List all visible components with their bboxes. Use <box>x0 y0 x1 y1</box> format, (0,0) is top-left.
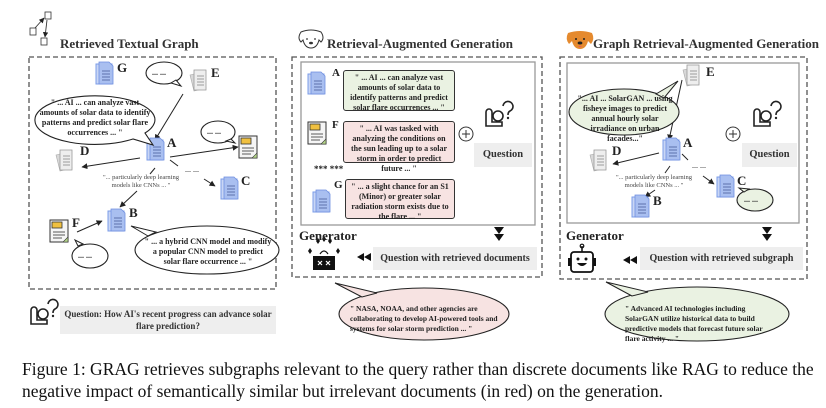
graph-panel-title: Retrieved Textual Graph <box>60 36 199 51</box>
edge-a-text <box>149 167 156 175</box>
grag-question-label: Question <box>742 143 797 167</box>
node-g-label: G <box>117 60 128 75</box>
grag-ellipsis: ... ... <box>692 161 706 170</box>
rag-generator-label: Generator <box>299 228 357 243</box>
rag-panel-title: Retrieval-Augmented Generation <box>327 36 513 51</box>
bubble-ff-text: ... ... <box>207 127 221 136</box>
rag-down-arrow-icon <box>494 227 504 241</box>
rag-doc-a-text: " ... AI ... can analyze vast amounts of… <box>343 70 455 112</box>
node-b-label: B <box>129 205 138 220</box>
rag-doc-g-text: " ... a slight chance for an S1 (Minor) … <box>345 179 455 221</box>
grag-node-e-label: E <box>706 64 715 79</box>
edge-a-dots <box>169 159 179 167</box>
edge-text-b <box>119 190 138 208</box>
rag-doc-f-icon <box>307 121 327 145</box>
node-f-label: F <box>72 215 80 230</box>
rag-doc-f-text: " ... AI was tasked with analyzing the c… <box>343 121 455 173</box>
rag-left-arrow-icon <box>357 253 371 261</box>
grag-bubble-e-shape <box>568 88 680 136</box>
bubble-f-text: ... ... <box>78 251 92 260</box>
grag-output-text: " Advanced AI technologies including Sol… <box>625 304 763 343</box>
grag-output-bubble-shape <box>604 286 790 342</box>
question-person-icon <box>30 298 59 325</box>
bubble-e-text: ... ... <box>152 68 166 77</box>
grag-down-arrow-icon <box>762 227 772 241</box>
node-a-label: A <box>167 135 177 150</box>
edge-dots-c <box>203 178 216 187</box>
rag-output-text: " NASA, NOAA, and other agencies are col… <box>350 304 498 333</box>
grag-node-c-icon <box>716 174 735 198</box>
rag-doc-g-icon <box>312 189 331 213</box>
grag-bubble-c-shape <box>736 188 774 212</box>
dog-color-icon <box>566 31 594 49</box>
grag-panel-title: Graph Retrieval-Augmented Generation <box>593 36 820 51</box>
question-box: Question: How AI's recent progress can a… <box>60 306 276 334</box>
rag-combined-box: Question with retrieved documents <box>373 247 537 270</box>
graph-panel-border <box>28 56 277 290</box>
graph-icon <box>29 11 52 46</box>
node-e-doc-icon <box>189 69 207 92</box>
bubble-e-shape <box>145 61 183 85</box>
grag-combined-box: Question with retrieved subgraph <box>640 247 803 270</box>
dog-outline-icon <box>298 29 324 49</box>
grag-panel-border <box>559 56 808 280</box>
node-d-label: D <box>80 143 90 158</box>
figure-caption: Figure 1: GRAG retrieves subgraphs relev… <box>22 359 814 401</box>
grag-left-arrow-icon <box>623 256 637 264</box>
edge-a-ff <box>169 144 239 158</box>
rag-output-bubble-shape <box>338 287 510 341</box>
rag-doc-f-label: F <box>332 119 339 131</box>
bubble-a-shape <box>34 95 156 146</box>
bubble-ff-shape <box>200 120 236 144</box>
grag-node-b-icon <box>631 194 650 218</box>
grag-node-a-label: A <box>683 135 693 150</box>
bubble-a-text: " ... AI ... can analyze vast amounts of… <box>39 98 151 137</box>
rag-sad-generator-icon <box>308 236 340 270</box>
bubble-b-shape <box>134 225 280 275</box>
node-e-label: E <box>211 65 220 80</box>
graph-ellipsis: ... ... <box>185 165 199 174</box>
grag-bubble-e-text: "... AI ... SolarGAN ... using fisheye i… <box>577 94 673 143</box>
grag-happy-robot-icon <box>568 243 596 273</box>
rag-panel-border <box>291 56 543 278</box>
grag-bubble-c-text: ... ... <box>744 195 758 204</box>
edge-a-d <box>81 157 141 170</box>
edge-e-a <box>154 93 184 141</box>
rag-dots: *** *** <box>314 164 344 174</box>
bubble-b-text: " ... a hybrid CNN model and modify a po… <box>144 237 272 266</box>
rag-question-label: Question <box>474 143 532 167</box>
bubble-f-shape <box>71 243 109 269</box>
grag-node-c-label: C <box>737 173 747 188</box>
node-c-doc-icon <box>220 176 239 200</box>
node-c-label: C <box>241 173 251 188</box>
node-f-doc-icon <box>49 219 69 243</box>
node-d-doc-icon <box>55 149 73 172</box>
node-b-doc-icon <box>107 208 126 232</box>
node-clip-doc-icon <box>238 135 258 159</box>
node-g-doc-icon <box>95 61 114 85</box>
edge-f-b <box>76 220 103 233</box>
rag-doc-g-label: G <box>334 179 343 191</box>
grag-node-d-label: D <box>612 143 622 158</box>
grag-generator-label: Generator <box>566 228 624 243</box>
grag-edge-text: "... particularly deep learning models l… <box>616 174 692 189</box>
rag-doc-a-icon <box>307 71 326 95</box>
edge-a-b-text: "... particularly deep learning models l… <box>103 174 179 189</box>
grag-node-b-label: B <box>653 193 662 208</box>
rag-doc-a-label: A <box>332 67 340 79</box>
